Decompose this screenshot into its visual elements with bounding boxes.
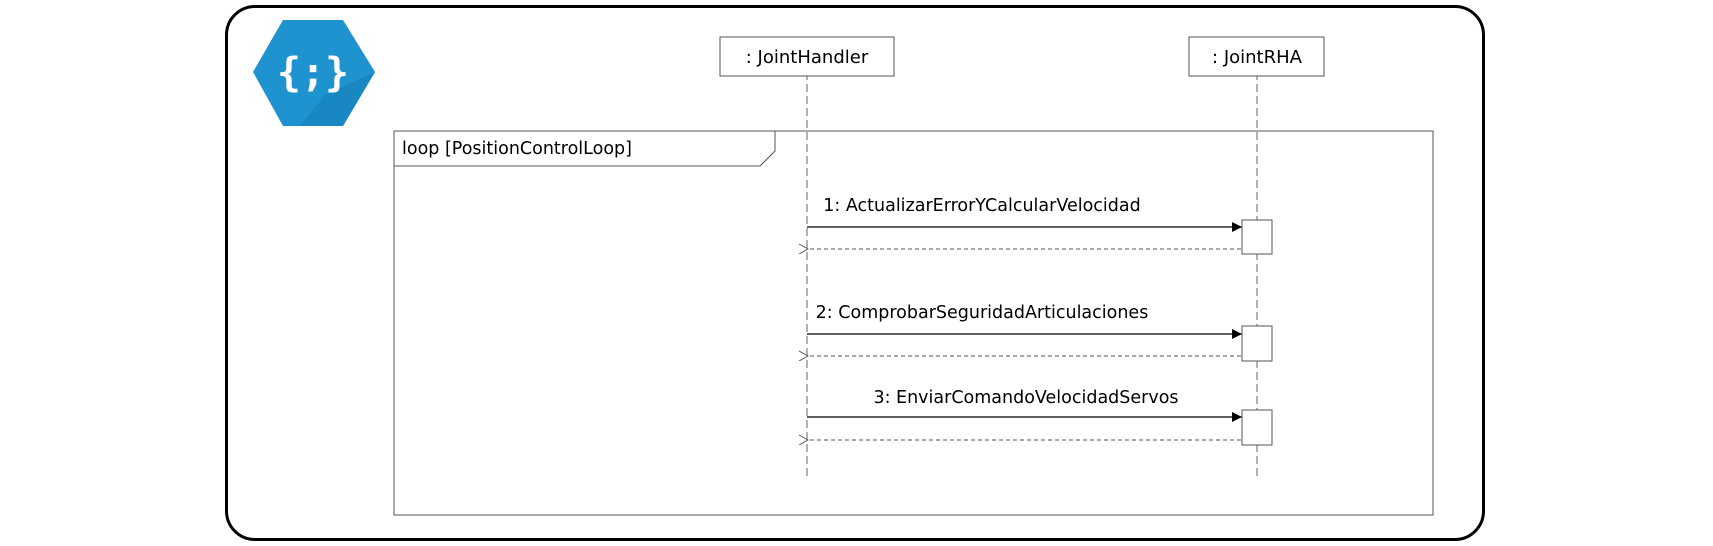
lifeline-jointrha: : JointRHA — [1188, 36, 1325, 77]
message-2-activation — [1241, 325, 1273, 362]
logo: {;} — [253, 20, 375, 126]
lifeline-jointrha-label: : JointRHA — [1212, 47, 1303, 68]
lifeline-jointhandler: : JointHandler — [719, 36, 895, 77]
loop-fragment: loop [PositionControlLoop] — [393, 130, 1434, 516]
loop-fragment-frame — [393, 130, 1434, 516]
logo-shade — [300, 72, 375, 126]
logo-glyph: {;} — [277, 50, 349, 96]
message-3: 3: EnviarComandoVelocidadServos — [807, 388, 1273, 446]
lifeline-jointhandler-label: : JointHandler — [746, 47, 869, 68]
message-1: 1: ActualizarErrorYCalcularVelocidad — [807, 196, 1273, 255]
lifeline-jointhandler-box — [719, 36, 895, 77]
message-2: 2: ComprobarSeguridadArticulaciones — [807, 303, 1273, 362]
message-3-activation — [1241, 409, 1273, 446]
loop-fragment-tab — [394, 131, 776, 167]
diagram-frame — [225, 5, 1485, 541]
message-3-label: 3: EnviarComandoVelocidadServos — [873, 388, 1178, 408]
loop-fragment-label: loop [PositionControlLoop] — [402, 139, 632, 159]
lifeline-jointrha-box — [1188, 36, 1325, 77]
message-1-activation — [1241, 219, 1273, 255]
message-1-label: 1: ActualizarErrorYCalcularVelocidad — [823, 196, 1140, 216]
message-2-label: 2: ComprobarSeguridadArticulaciones — [816, 303, 1149, 323]
